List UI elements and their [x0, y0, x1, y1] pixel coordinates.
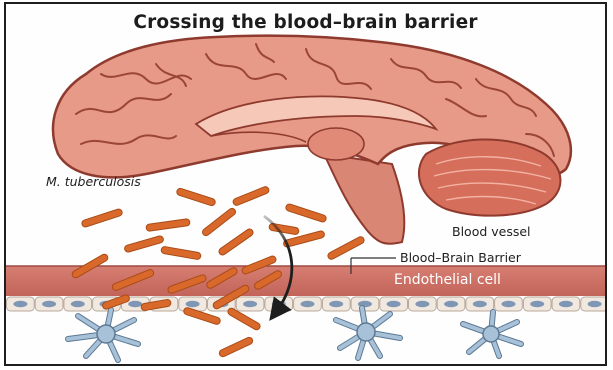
endothelial-cell: [236, 297, 264, 311]
cell-nucleus: [473, 301, 487, 307]
bacterium-rod-icon: [327, 236, 366, 261]
bacterium-rod-icon: [176, 187, 216, 206]
cell-nucleus: [301, 301, 315, 307]
endothelial-cell: [523, 297, 551, 311]
endothelial-cell: [409, 297, 437, 311]
blood-vessel-label: Blood vessel: [452, 224, 531, 239]
endothelial-cell: [322, 297, 350, 311]
brainstem: [324, 154, 404, 244]
endothelial-cell: [466, 297, 494, 311]
bbb-label: Blood–Brain Barrier: [400, 250, 521, 265]
bacterium-rod-icon: [146, 218, 191, 231]
endothelial-cell: [64, 297, 92, 311]
cell-nucleus: [415, 301, 429, 307]
cell-nucleus: [387, 301, 401, 307]
diagram-frame: Crossing the blood–brain barrier M. tube…: [4, 2, 607, 366]
pathogen-label: M. tuberculosis: [46, 174, 141, 189]
endothelial-cell: [380, 297, 408, 311]
cell-nucleus: [128, 301, 142, 307]
cell-nucleus: [530, 301, 544, 307]
cell-nucleus: [13, 301, 27, 307]
cell-nucleus: [588, 301, 602, 307]
cell-nucleus: [559, 301, 573, 307]
endothelial-cell: [552, 297, 580, 311]
endothelial-cell-row: [7, 297, 608, 311]
blood-vessel-band: [6, 266, 607, 296]
bacterium-rod-icon: [81, 208, 123, 228]
endothelial-cell: [495, 297, 523, 311]
cell-nucleus: [186, 301, 200, 307]
endothelial-cell: [294, 297, 322, 311]
bacterium-rod-icon: [201, 207, 237, 237]
cerebellum: [419, 139, 560, 215]
astrocyte-icon: [463, 312, 521, 356]
cell-nucleus: [243, 301, 257, 307]
astrocytes: [68, 308, 521, 360]
astrocyte-icon: [336, 308, 400, 358]
endothelial-cell: [35, 297, 63, 311]
bacterium-rod-icon: [285, 203, 327, 223]
bacterium-rod-icon: [124, 235, 164, 253]
endothelial-cell: [581, 297, 607, 311]
cell-nucleus: [42, 301, 56, 307]
bacterium-rod-icon: [161, 246, 202, 260]
endothelial-cell-label: Endothelial cell: [394, 272, 501, 288]
thalamus: [308, 128, 364, 160]
cell-nucleus: [329, 301, 343, 307]
astrocyte-icon: [68, 310, 138, 360]
bacterium-rod-icon: [218, 228, 255, 257]
bacterium-rod-icon: [218, 336, 254, 358]
cell-nucleus: [502, 301, 516, 307]
diagram-title: Crossing the blood–brain barrier: [6, 12, 605, 33]
cell-nucleus: [71, 301, 85, 307]
cell-nucleus: [444, 301, 458, 307]
bacterium-rod-icon: [232, 186, 270, 207]
endothelial-cell: [437, 297, 465, 311]
endothelial-cell: [7, 297, 35, 311]
